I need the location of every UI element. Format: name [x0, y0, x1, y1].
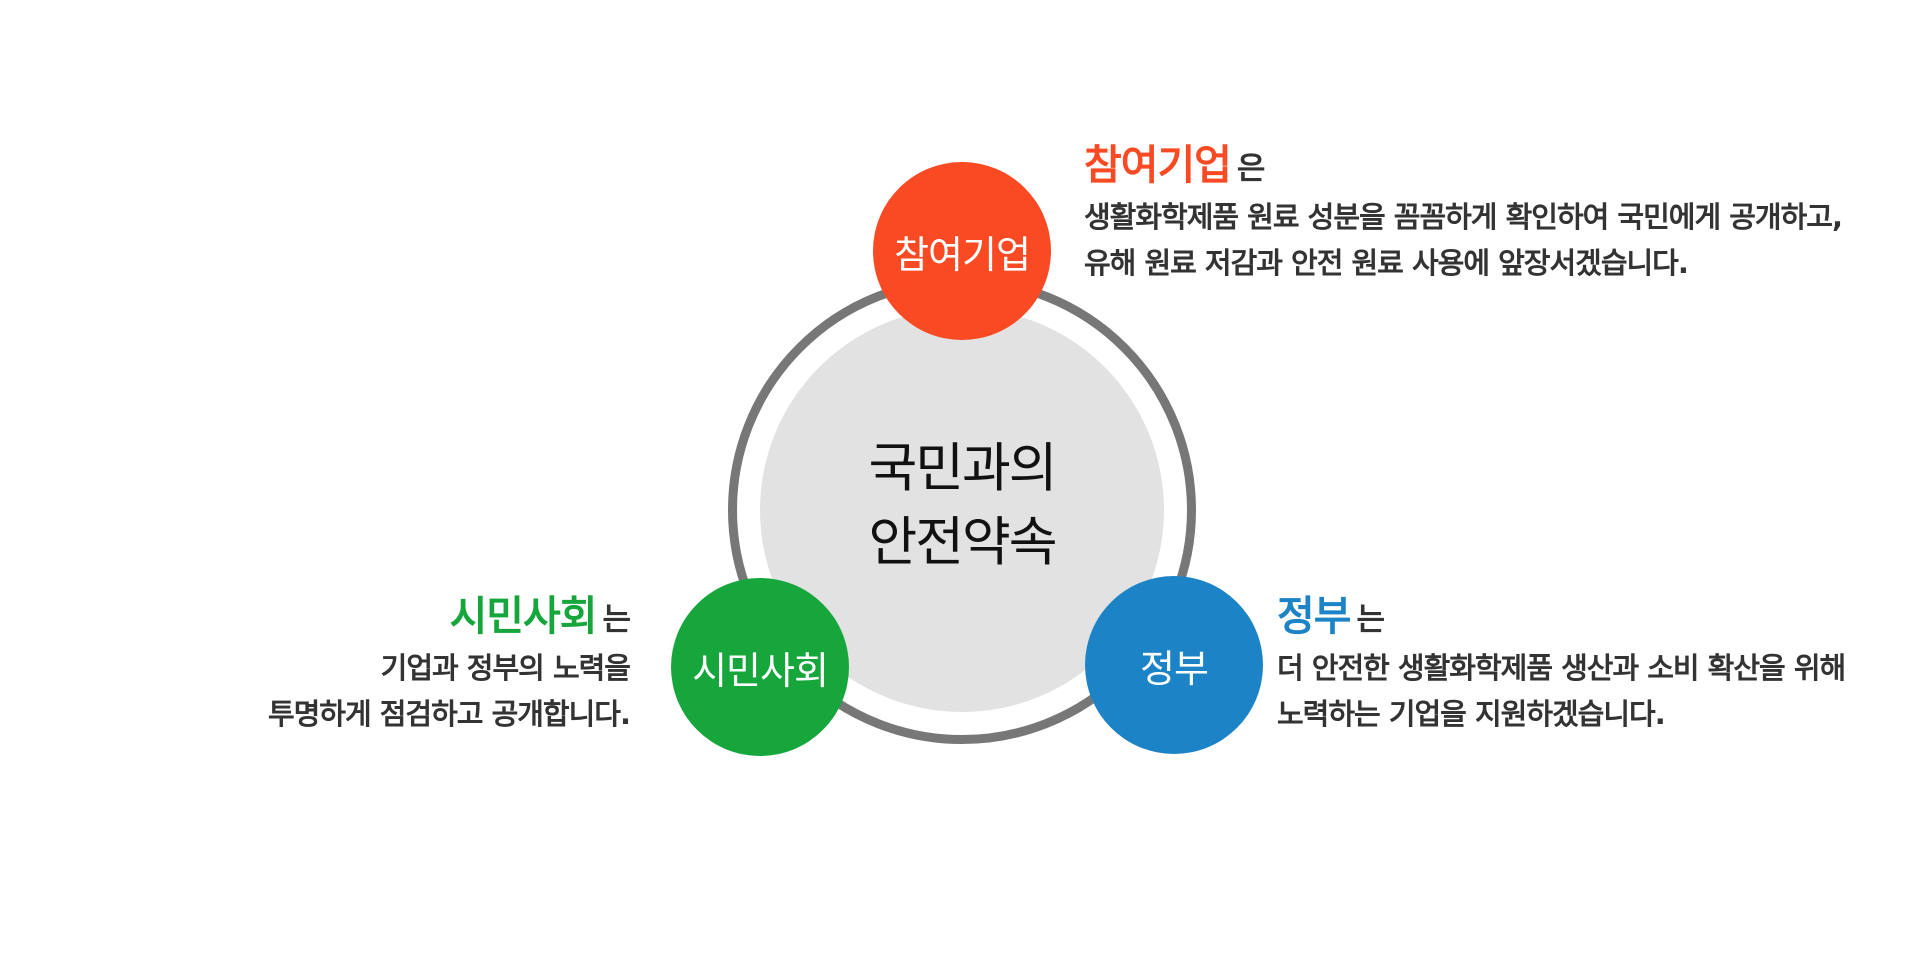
civil-description-line-2: 투명하게 점검하고 공개합니다. [267, 697, 631, 731]
gov-particle: 는 [1356, 602, 1385, 638]
company-description-line-2: 유해 원료 저감과 안전 원료 사용에 앞장서겠습니다. [1084, 246, 1689, 280]
center-title-line-1: 국민과의 [868, 438, 1057, 499]
gov-description-line-1: 더 안전한 생활화학제품 생산과 소비 확산을 위해 [1277, 651, 1846, 685]
node-government[interactable]: 정부 [1085, 576, 1263, 754]
node-civil-society[interactable]: 시민사회 [671, 578, 849, 756]
company-subject: 참여기업 [1084, 141, 1232, 189]
civil-description-line-1: 기업과 정부의 노력을 [380, 651, 631, 685]
gov-description-line-2: 노력하는 기업을 지원하겠습니다. [1277, 697, 1666, 731]
gov-subject: 정부 [1277, 592, 1351, 640]
node-participating-company[interactable]: 참여기업 [873, 162, 1051, 340]
civil-subject: 시민사회 [449, 592, 598, 640]
company-particle: 은 [1236, 151, 1266, 187]
center-title-line-2: 안전약속 [868, 512, 1057, 573]
center-title: 국민과의 안전약속 [760, 432, 1164, 580]
company-description-line-1: 생활화학제품 원료 성분을 꼼꼼하게 확인하여 국민에게 공개하고, [1084, 200, 1843, 234]
civil-particle: 는 [602, 602, 631, 638]
